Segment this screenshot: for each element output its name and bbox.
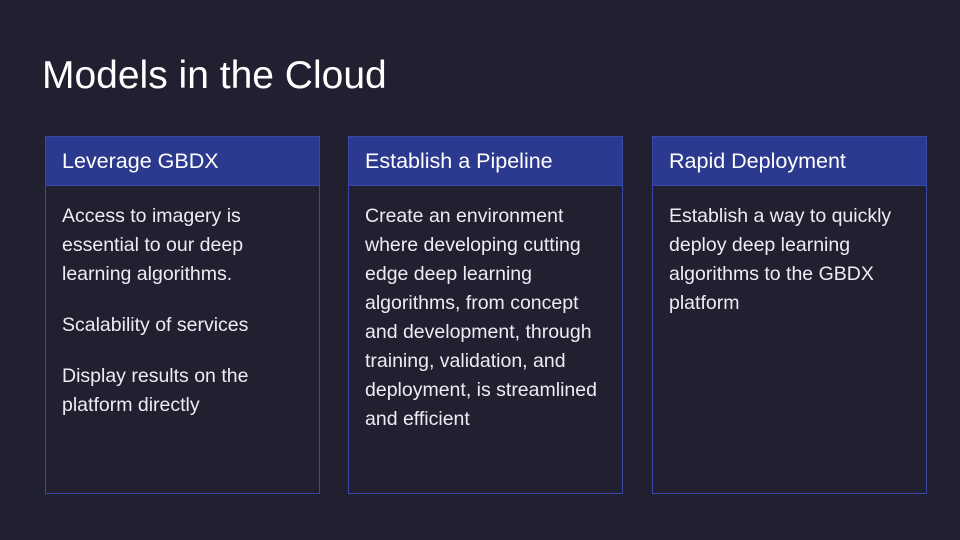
card-paragraph: Scalability of services [62,314,249,336]
card-paragraph: Establish a way to quickly deploy deep l… [669,205,892,314]
card-rapid-deployment: Rapid Deployment Establish a way to quic… [652,136,927,494]
card-body: Create an environment where developing c… [349,186,622,434]
slide-title: Models in the Cloud [42,54,387,97]
card-paragraph: Create an environment where developing c… [365,205,597,430]
card-header: Leverage GBDX [46,137,319,186]
card-paragraph: Display results on the platform directly [62,365,249,416]
card-leverage-gbdx: Leverage GBDX Access to imagery is essen… [45,136,320,494]
card-body: Establish a way to quickly deploy deep l… [653,186,926,318]
card-paragraph: Access to imagery is essential to our de… [62,205,244,285]
card-establish-pipeline: Establish a Pipeline Create an environme… [348,136,623,494]
card-header: Establish a Pipeline [349,137,622,186]
card-body: Access to imagery is essential to our de… [46,186,319,420]
card-header: Rapid Deployment [653,137,926,186]
